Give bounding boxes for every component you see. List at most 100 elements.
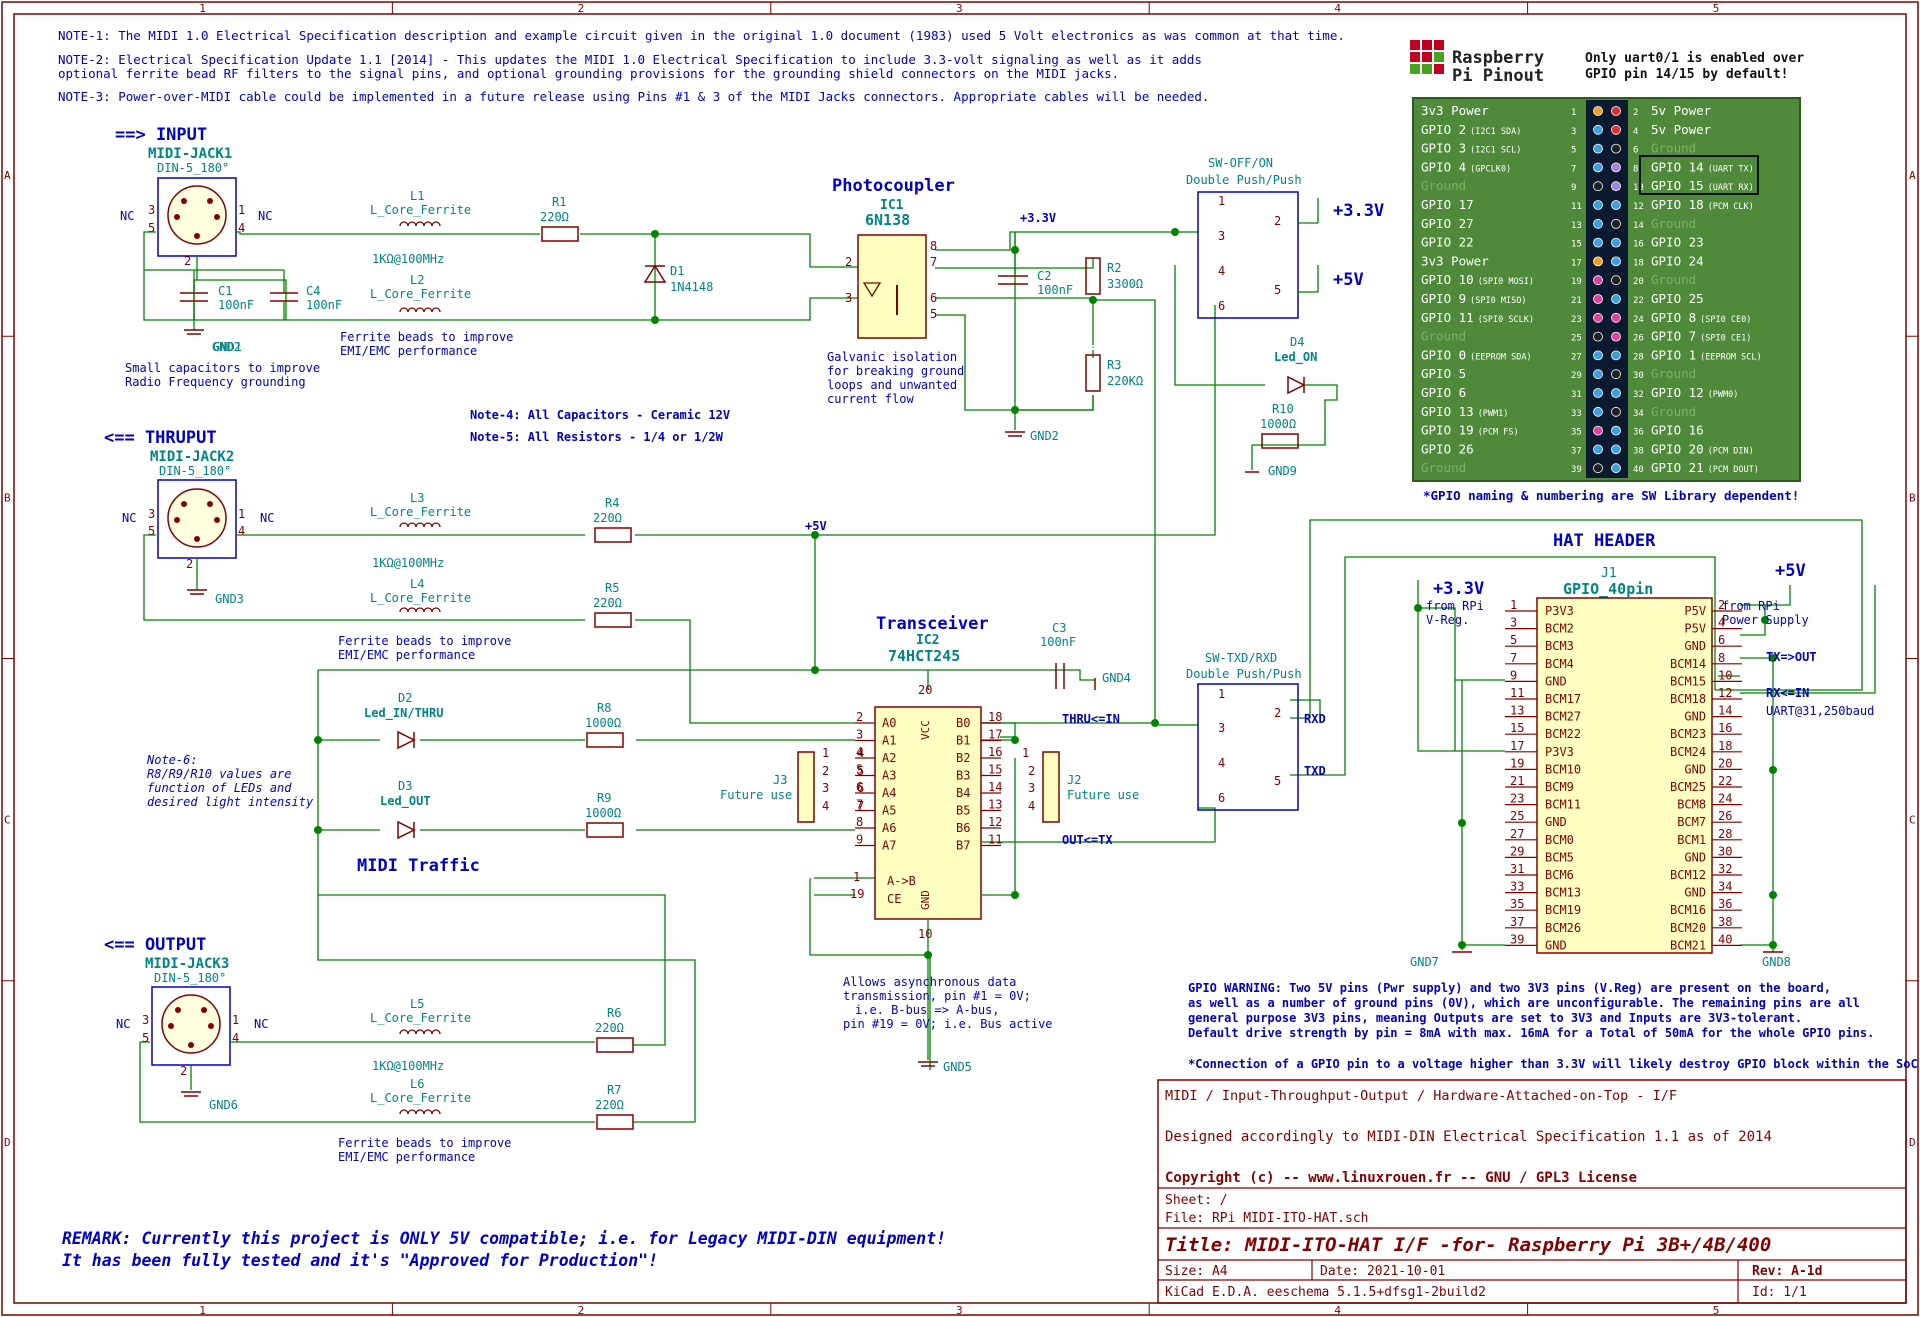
inductor-coil bbox=[415, 522, 425, 528]
pinout-right-label: GPIO 20(PCM DIN) bbox=[1651, 441, 1754, 456]
inductor-ref: L2 bbox=[410, 273, 424, 287]
pinout-num: 8 bbox=[1633, 164, 1638, 174]
j1-pin-name: BCM17 bbox=[1545, 692, 1581, 706]
pinout-num: 20 bbox=[1633, 277, 1644, 287]
svg-text:74HCT245: 74HCT245 bbox=[888, 647, 960, 665]
ic2-pin-name: A6 bbox=[882, 821, 896, 835]
inductor-coil bbox=[431, 307, 441, 313]
resistor-body bbox=[1085, 354, 1101, 392]
svg-text:4: 4 bbox=[1218, 756, 1225, 770]
svg-text:MIDI / Input-Throughput-Output: MIDI / Input-Throughput-Output / Hardwar… bbox=[1165, 1088, 1677, 1104]
j1-pin-name: BCM8 bbox=[1677, 798, 1706, 812]
ic2-pin-number: 17 bbox=[988, 728, 1002, 742]
inductors: L1L_Core_Ferrite1KΩ@100MHzL2L_Core_Ferri… bbox=[370, 189, 471, 1115]
pinout-num: 37 bbox=[1571, 446, 1582, 456]
pinout-left-label: GPIO 3(I2C1 SCL) bbox=[1421, 141, 1521, 156]
j1-pin-number: 23 bbox=[1510, 792, 1524, 806]
inductor-coil bbox=[399, 221, 409, 227]
svg-text:Double Push/Push: Double Push/Push bbox=[1186, 173, 1302, 187]
resistor-ref: R2 bbox=[1107, 261, 1121, 275]
inductor-coil bbox=[407, 522, 417, 528]
svg-text:from RPi: from RPi bbox=[1722, 599, 1780, 613]
j1-pin-name: BCM18 bbox=[1670, 692, 1706, 706]
pinout-num: 16 bbox=[1633, 240, 1644, 250]
svg-text:SW-TXD/RXD: SW-TXD/RXD bbox=[1205, 651, 1277, 665]
j1-pin-number: 34 bbox=[1718, 880, 1732, 894]
j1-pin-number: 31 bbox=[1510, 862, 1524, 876]
note-3: NOTE-3: Power-over-MIDI cable could be i… bbox=[58, 89, 1209, 104]
inductor-coil bbox=[415, 1109, 425, 1115]
pinout-dot bbox=[1611, 350, 1621, 361]
pinout-right-label: Ground bbox=[1651, 141, 1696, 156]
svg-text:GND8: GND8 bbox=[1762, 955, 1791, 969]
svg-text:5: 5 bbox=[1274, 283, 1281, 297]
pinout-dot bbox=[1611, 218, 1621, 229]
svg-text:V-Reg.: V-Reg. bbox=[1426, 613, 1469, 627]
frame-col-label: 1 bbox=[199, 1304, 206, 1317]
svg-text:+5V: +5V bbox=[805, 519, 827, 533]
svg-text:1: 1 bbox=[232, 1013, 239, 1027]
svg-text:+3.3V: +3.3V bbox=[1020, 211, 1056, 225]
ic2-pin-number: 4 bbox=[856, 745, 863, 759]
ic2-pin-number: 2 bbox=[856, 710, 863, 724]
j1-pin-number: 13 bbox=[1510, 704, 1524, 718]
svg-text:i.e. B-bus => A-bus,: i.e. B-bus => A-bus, bbox=[855, 1003, 1000, 1017]
j1-pin-number: 9 bbox=[1510, 668, 1517, 682]
pinout-dot bbox=[1593, 124, 1603, 135]
svg-text:desired light intensity: desired light intensity bbox=[147, 795, 314, 809]
j1-pin-name: BCM13 bbox=[1545, 886, 1581, 900]
svg-text:Raspberry: Raspberry bbox=[1452, 48, 1544, 68]
pinout-dot bbox=[1593, 350, 1603, 361]
svg-text:5: 5 bbox=[148, 524, 155, 538]
j1-pin-name: GND bbox=[1684, 886, 1706, 900]
ic2-pin-number: 7 bbox=[856, 798, 863, 812]
svg-text:UART@31,250baud: UART@31,250baud bbox=[1766, 704, 1874, 718]
pinout-num: 17 bbox=[1571, 258, 1582, 268]
svg-text:HAT HEADER: HAT HEADER bbox=[1553, 531, 1656, 551]
resistor-value: 1000Ω bbox=[585, 806, 621, 820]
j1-pin-number: 32 bbox=[1718, 862, 1732, 876]
frame-row-label: B bbox=[4, 491, 11, 504]
svg-text:3: 3 bbox=[148, 203, 155, 217]
svg-text:1: 1 bbox=[822, 746, 829, 760]
j1-pin-name: BCM23 bbox=[1670, 727, 1706, 741]
pinout-dot bbox=[1611, 200, 1621, 210]
inductor-value: L_Core_Ferrite bbox=[370, 1091, 471, 1105]
frame-row-label: A bbox=[4, 169, 11, 182]
ic2-pin-name: B1 bbox=[956, 734, 970, 748]
pinout-dot bbox=[1611, 237, 1621, 248]
svg-text:Default drive strength by pin: Default drive strength by pin = 8mA with… bbox=[1188, 1026, 1874, 1040]
inductor-coil bbox=[423, 1109, 433, 1115]
switch-off-on: SW-OFF/ON Double Push/Push 13 46 25 +3.3… bbox=[1186, 156, 1384, 319]
pinout-left-label: GPIO 19(PCM FS) bbox=[1421, 423, 1519, 438]
svg-text:Title: MIDI-ITO-HAT I/F -fo: Title: MIDI-ITO-HAT I/F -for- Raspberry … bbox=[1165, 1234, 1771, 1256]
svg-text:OUT<=TX: OUT<=TX bbox=[1062, 833, 1113, 847]
pinout-dot bbox=[1593, 331, 1603, 342]
svg-text:It has been fully tested and i: It has been fully tested and it's "Appro… bbox=[62, 1251, 658, 1270]
c4-value: 100nF bbox=[306, 298, 342, 312]
j1-pin-name: BCM3 bbox=[1545, 639, 1574, 653]
jack3-ref: MIDI-JACK3 bbox=[145, 956, 229, 972]
j1-pin-name: P3V3 bbox=[1545, 604, 1574, 618]
svg-text:D1: D1 bbox=[670, 264, 684, 278]
pinout-dot bbox=[1611, 256, 1621, 267]
inductor-value: L_Core_Ferrite bbox=[370, 287, 471, 301]
j1-pin-name: BCM22 bbox=[1545, 727, 1581, 741]
svg-text:Led_OUT: Led_OUT bbox=[380, 794, 431, 809]
j1-pin-number: 19 bbox=[1510, 756, 1524, 770]
frame-col-label: 3 bbox=[956, 2, 963, 15]
svg-text:5: 5 bbox=[930, 307, 937, 321]
pinout-num: 39 bbox=[1571, 465, 1582, 475]
pinout-dot bbox=[1593, 388, 1603, 398]
svg-text:7: 7 bbox=[930, 255, 937, 269]
pinout-dot bbox=[1611, 369, 1621, 380]
nc-label: NC bbox=[120, 209, 134, 223]
j1-pin-name: P3V3 bbox=[1545, 745, 1574, 759]
resistor-ref: R6 bbox=[607, 1006, 621, 1020]
pinout-left-label: GPIO 4(GPCLK0) bbox=[1421, 159, 1511, 174]
pinout-num: 26 bbox=[1633, 334, 1644, 344]
inductor-spec: 1KΩ@100MHz bbox=[372, 252, 444, 266]
thru-jack: <== THRUPUT MIDI-JACK2 DIN-5_180° 35 14 … bbox=[104, 428, 274, 571]
pinout-dot bbox=[1593, 181, 1603, 192]
